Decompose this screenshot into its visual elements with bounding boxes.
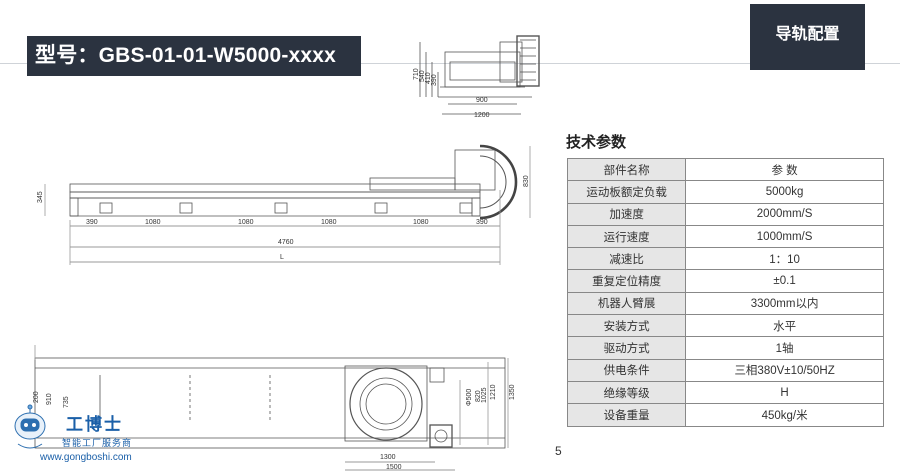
end-width-inner: 900: [476, 97, 488, 104]
height-right: 830: [523, 175, 530, 187]
model-title: 型号：GBS-01-01-W5000-xxxx: [27, 36, 361, 76]
plan-height-right-4: 1210: [490, 384, 497, 400]
spec-name: 加速度: [566, 202, 687, 226]
spec-name: 运行速度: [566, 224, 687, 249]
spec-row: 供电条件三相380V±10/50HZ: [566, 358, 884, 382]
plan-width-outer: 1500: [386, 464, 402, 471]
end-height-1: 710: [413, 68, 420, 80]
plan-height-right-1: Φ500: [466, 389, 473, 406]
spec-value: 水平: [685, 314, 884, 338]
plan-height-left-3: 735: [63, 396, 70, 408]
end-height-2: 540: [419, 70, 426, 82]
spec-col-name: 部件名称: [566, 157, 687, 182]
spec-value: 1轴: [685, 336, 884, 360]
spec-col-value: 参 数: [685, 157, 884, 182]
spec-name: 安装方式: [566, 314, 687, 338]
spec-value: 3300mm以内: [685, 291, 884, 316]
spec-row: 安装方式水平: [566, 314, 884, 338]
spec-header-row: 部件名称 参 数: [566, 157, 884, 182]
logo-name: 工博士: [66, 415, 123, 435]
spec-value: 5000kg: [685, 180, 884, 204]
plan-width-inner: 1300: [380, 454, 396, 461]
front-dim-6: 390: [476, 219, 488, 226]
spec-value: ±0.1: [685, 269, 884, 293]
spec-value: 1000mm/S: [685, 224, 884, 249]
config-tab: 导轨配置: [750, 4, 865, 70]
end-width-outer: 1200: [474, 112, 490, 119]
end-view: [419, 35, 540, 115]
plan-height-right-3: 1025: [481, 387, 488, 403]
length-symbol: L: [280, 254, 284, 261]
plan-height-left-1: 200: [33, 391, 40, 403]
spec-value: 三相380V±10/50HZ: [685, 358, 884, 382]
spec-value: H: [685, 380, 884, 405]
spec-name: 驱动方式: [566, 336, 687, 360]
front-dim-4: 1080: [321, 219, 337, 226]
plan-height-right-2: 820: [475, 390, 482, 402]
spec-name: 设备重量: [566, 403, 687, 427]
spec-name: 供电条件: [566, 358, 687, 382]
end-height-4: 390: [431, 74, 438, 86]
spec-value: 2000mm/S: [685, 202, 884, 226]
total-length: 4760: [278, 239, 294, 246]
logo-url: www.gongboshi.com: [40, 452, 132, 463]
plan-height-left-2: 910: [46, 393, 53, 405]
front-view: [44, 144, 531, 265]
robot-logo-icon: [14, 404, 46, 449]
spec-row: 重复定位精度±0.1: [566, 269, 884, 293]
height-left: 345: [37, 191, 44, 203]
front-dim-3: 1080: [238, 219, 254, 226]
plan-view: [34, 345, 509, 471]
front-dim-1: 390: [86, 219, 98, 226]
front-dim-5: 1080: [413, 219, 429, 226]
page-number: 5: [555, 444, 562, 458]
end-height-3: 410: [425, 72, 432, 84]
plan-height-right-5: 1350: [509, 384, 516, 400]
spec-value: 1：10: [685, 247, 884, 271]
logo-tagline: 智能工厂服务商: [62, 438, 133, 448]
spec-name: 减速比: [566, 247, 687, 271]
spec-heading: 技术参数: [566, 134, 627, 151]
spec-value: 450kg/米: [685, 403, 884, 427]
spec-name: 机器人臂展: [566, 291, 687, 316]
spec-name: 绝缘等级: [566, 380, 687, 405]
front-dim-2: 1080: [145, 219, 161, 226]
spec-name: 重复定位精度: [566, 269, 687, 293]
spec-name: 运动板额定负载: [566, 180, 687, 204]
